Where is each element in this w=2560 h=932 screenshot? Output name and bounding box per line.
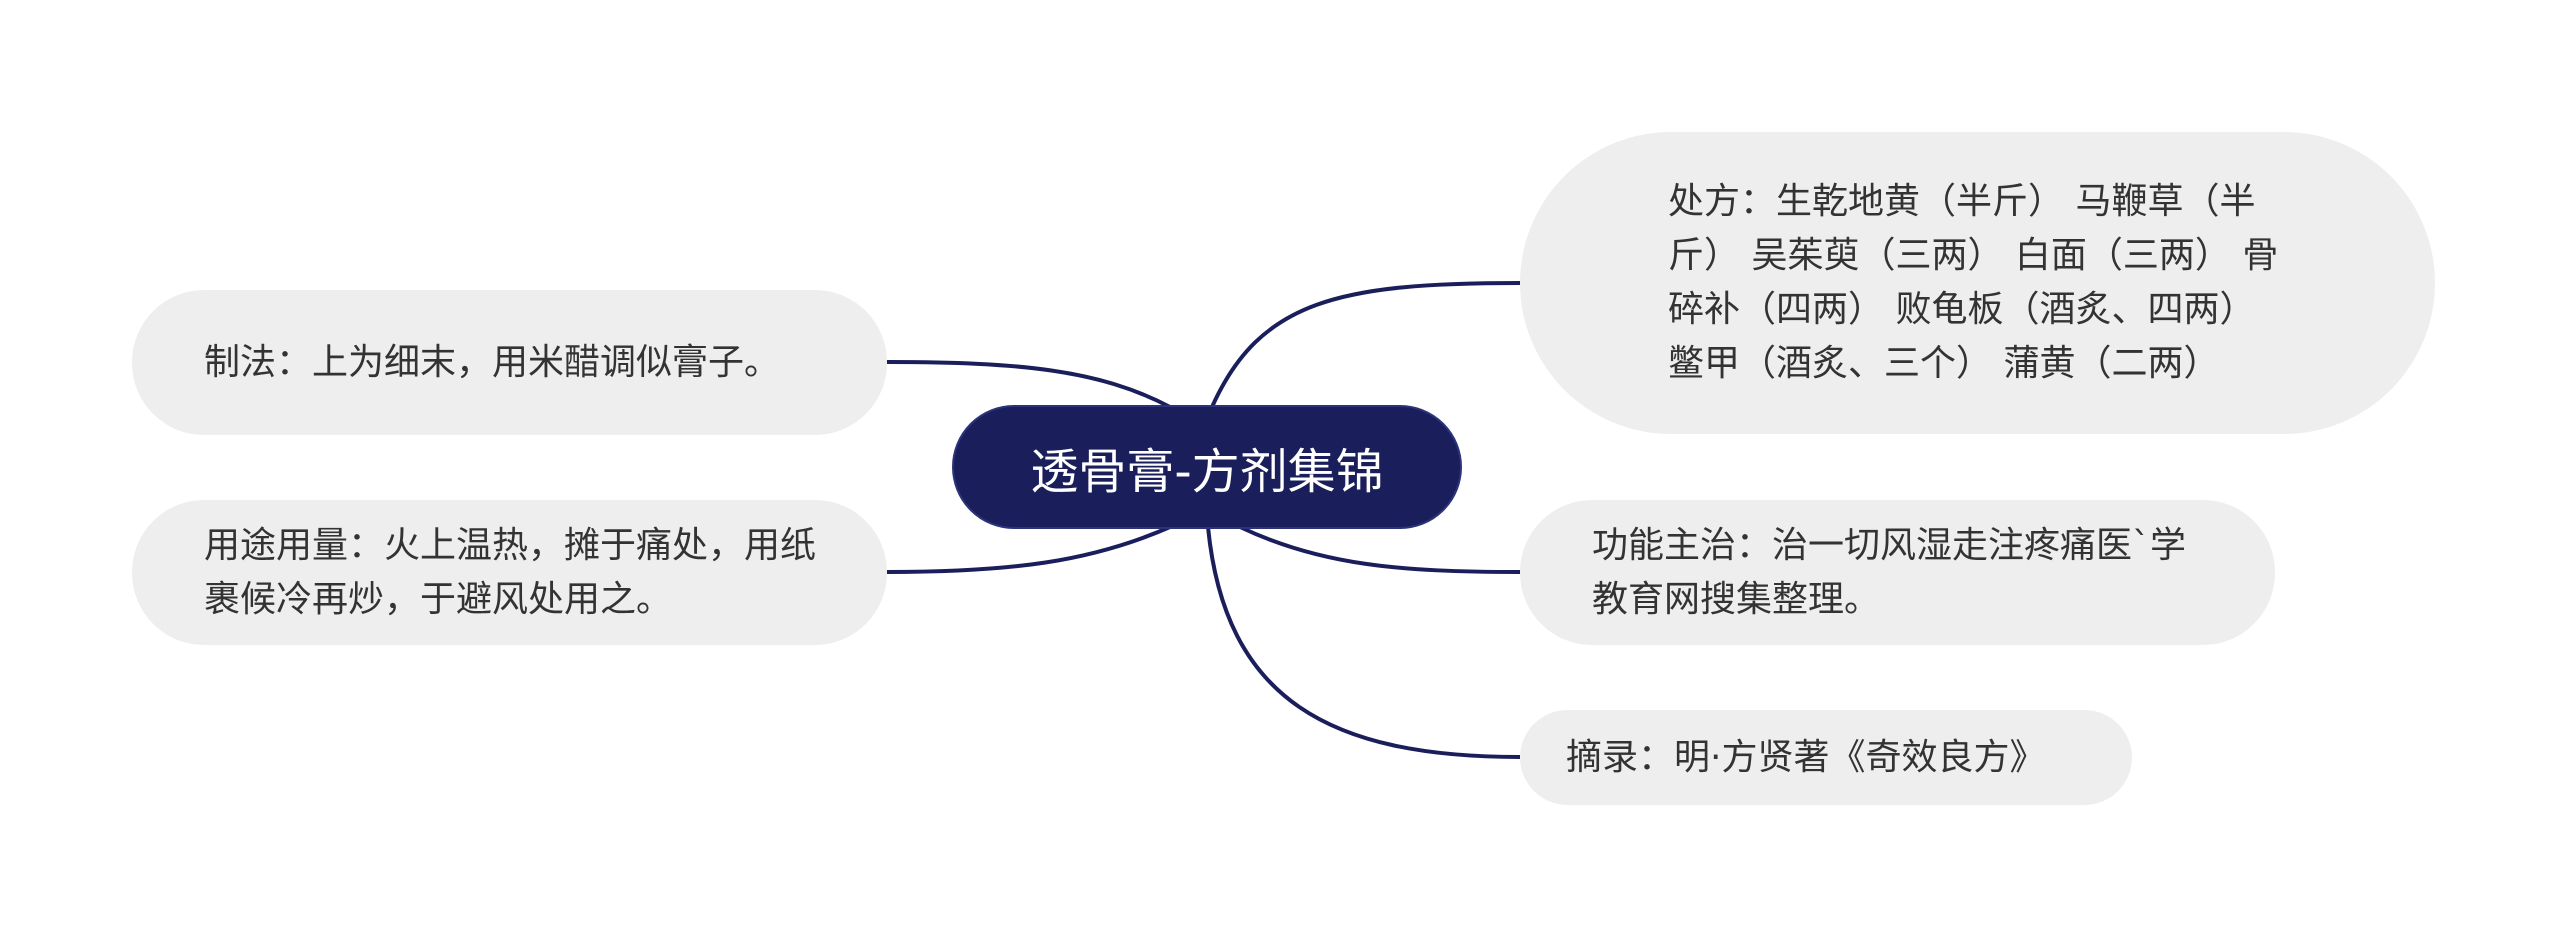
topic-chufang-text: 处方：生乾地黄（半斤） 马鞭草（半斤） 吴茱萸（三两） 白面（三两） 骨碎补（四… xyxy=(1668,181,2279,384)
topic-zhailu[interactable]: 摘录：明·方贤著《奇效良方》 xyxy=(1520,710,2132,805)
topic-zhailu-text: 摘录：明·方贤著《奇效良方》 xyxy=(1566,736,2046,778)
topic-gongneng-text: 功能主治：治一切风湿走注疼痛医`学教育网搜集整理。 xyxy=(1592,524,2187,620)
connector-chufang xyxy=(1210,281,1521,408)
topic-yongtu-text: 用途用量：火上温热，摊于痛处，用纸裹候冷再炒，于避风处用之。 xyxy=(204,524,817,620)
connector-zhifa xyxy=(886,360,1171,409)
topic-zhifa-text: 制法：上为细末，用米醋调似膏子。 xyxy=(204,341,781,383)
topic-yongtu[interactable]: 用途用量：火上温热，摊于痛处，用纸裹候冷再炒，于避风处用之。 xyxy=(132,500,887,645)
topic-zhifa[interactable]: 制法：上为细末，用米醋调似膏子。 xyxy=(132,290,887,435)
connector-gongneng xyxy=(1239,525,1521,574)
root-topic-label: 透骨膏-方剂集锦 xyxy=(1030,444,1384,500)
topic-chufang[interactable]: 处方：生乾地黄（半斤） 马鞭草（半斤） 吴茱萸（三两） 白面（三两） 骨碎补（四… xyxy=(1520,132,2435,434)
topic-gongneng[interactable]: 功能主治：治一切风湿走注疼痛医`学教育网搜集整理。 xyxy=(1520,500,2275,645)
root-topic[interactable]: 透骨膏-方剂集锦 xyxy=(952,405,1462,529)
connector-yongtu xyxy=(886,525,1171,574)
connector-zhailu xyxy=(1206,526,1521,759)
